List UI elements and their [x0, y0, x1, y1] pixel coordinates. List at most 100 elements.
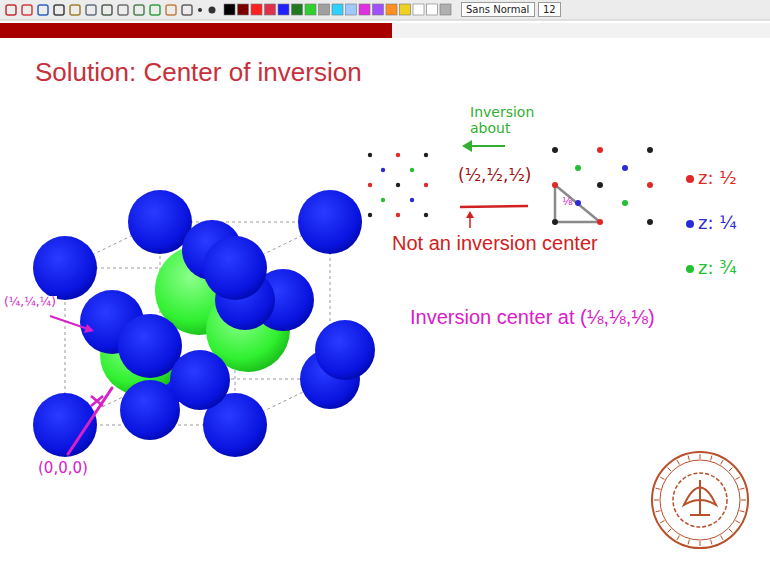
projection-dot — [410, 198, 414, 202]
logo-tick — [654, 500, 659, 501]
leader-arrow — [50, 316, 88, 329]
projection-dot — [410, 168, 414, 172]
tool-icon — [38, 5, 48, 15]
cross-mark — [91, 396, 103, 406]
tool-icon — [70, 5, 80, 15]
atom-blue — [315, 320, 375, 380]
pen-size — [209, 7, 216, 14]
projection-dot — [368, 213, 372, 217]
color-swatch — [440, 4, 451, 15]
logo-emblem — [684, 480, 716, 515]
projection-dot — [368, 183, 372, 187]
handwritten-note: Inversion center at (⅛,⅛,⅛) — [410, 306, 655, 329]
projection-dot — [597, 219, 603, 225]
logo-tick — [736, 521, 740, 524]
logo-tick — [660, 477, 664, 480]
logo-tick — [667, 467, 671, 471]
atom-blue — [170, 350, 230, 410]
color-swatch — [346, 4, 357, 15]
color-swatch — [278, 4, 289, 15]
logo-tick — [656, 488, 661, 489]
logo-tick — [660, 521, 664, 524]
logo-tick — [736, 477, 740, 480]
projection-dot — [396, 153, 400, 157]
color-swatch — [251, 4, 262, 15]
slide-bar — [0, 23, 770, 38]
projection-dot — [424, 213, 428, 217]
triangle-outline — [555, 185, 600, 222]
logo-tick — [711, 540, 712, 545]
size-box: 12 — [538, 2, 561, 17]
logo-tick — [721, 536, 724, 540]
projection-dot — [396, 183, 400, 187]
atom-blue — [128, 190, 192, 254]
logo-tick — [688, 540, 689, 545]
logo-tick — [721, 460, 724, 464]
projection-dot — [552, 147, 558, 153]
projection-dot — [396, 213, 400, 217]
logo-tick — [740, 488, 745, 489]
legend-text: z: ¾ — [698, 258, 737, 279]
atom-blue — [120, 380, 180, 440]
slide-title: Solution: Center of inversion — [35, 58, 362, 88]
projection-dot — [597, 182, 603, 188]
coordinate-label: (0,0,0) — [38, 460, 88, 477]
projection-dot — [381, 168, 385, 172]
logo-tick — [667, 529, 671, 533]
color-swatch — [400, 4, 411, 15]
projection-dot — [424, 183, 428, 187]
logo-tick — [700, 541, 701, 546]
legend-swatch — [686, 175, 694, 183]
logo-tick — [688, 456, 689, 461]
tool-icon — [86, 5, 96, 15]
coordinate-label: (¼,¼,¼) — [3, 296, 57, 310]
projection-dot — [647, 182, 653, 188]
projection-dot — [552, 182, 558, 188]
color-swatch — [265, 4, 276, 15]
color-swatch — [224, 4, 235, 15]
color-swatch — [427, 4, 438, 15]
atom-blue — [33, 236, 97, 300]
arrow-head — [84, 324, 94, 333]
logo-ring — [673, 473, 727, 527]
box-text: Sans Normal — [466, 4, 530, 15]
logo-tick — [729, 529, 733, 533]
logo-tick — [677, 460, 680, 464]
logo-tick — [677, 536, 680, 540]
handwritten-note: Inversion about — [470, 104, 536, 136]
color-swatch — [332, 4, 343, 15]
tool-icon — [166, 5, 176, 15]
tool-icon — [22, 5, 32, 15]
color-swatch — [359, 4, 370, 15]
tool-icon — [182, 5, 192, 15]
arrow-head — [466, 211, 474, 218]
logo-tick — [741, 500, 746, 501]
arrow-head — [462, 140, 472, 152]
tool-icon — [6, 5, 16, 15]
color-swatch — [305, 4, 316, 15]
color-swatch — [292, 4, 303, 15]
tool-icon — [134, 5, 144, 15]
fraction-label: ⅛ — [562, 196, 573, 209]
pen-stroke — [68, 388, 112, 454]
logo-tick — [711, 456, 712, 461]
color-swatch — [238, 4, 249, 15]
projection-dot — [552, 219, 558, 225]
tool-icon — [54, 5, 64, 15]
handwritten-note: Not an inversion center — [392, 232, 598, 255]
tool-icon — [150, 5, 160, 15]
logo-tick — [656, 511, 661, 512]
projection-dot — [381, 198, 385, 202]
projection-dot — [622, 200, 628, 206]
progress-bar — [0, 23, 392, 38]
legend-swatch — [686, 265, 694, 273]
projection-dot — [647, 219, 653, 225]
atom-blue — [298, 190, 362, 254]
color-swatch — [413, 4, 424, 15]
toolbar — [0, 0, 770, 20]
font-box: Sans Normal — [461, 2, 535, 17]
atom-blue — [203, 236, 267, 300]
toolbar-border — [0, 20, 770, 21]
projection-dot — [575, 165, 581, 171]
coordinate-label: (½,½,½) — [458, 166, 532, 186]
